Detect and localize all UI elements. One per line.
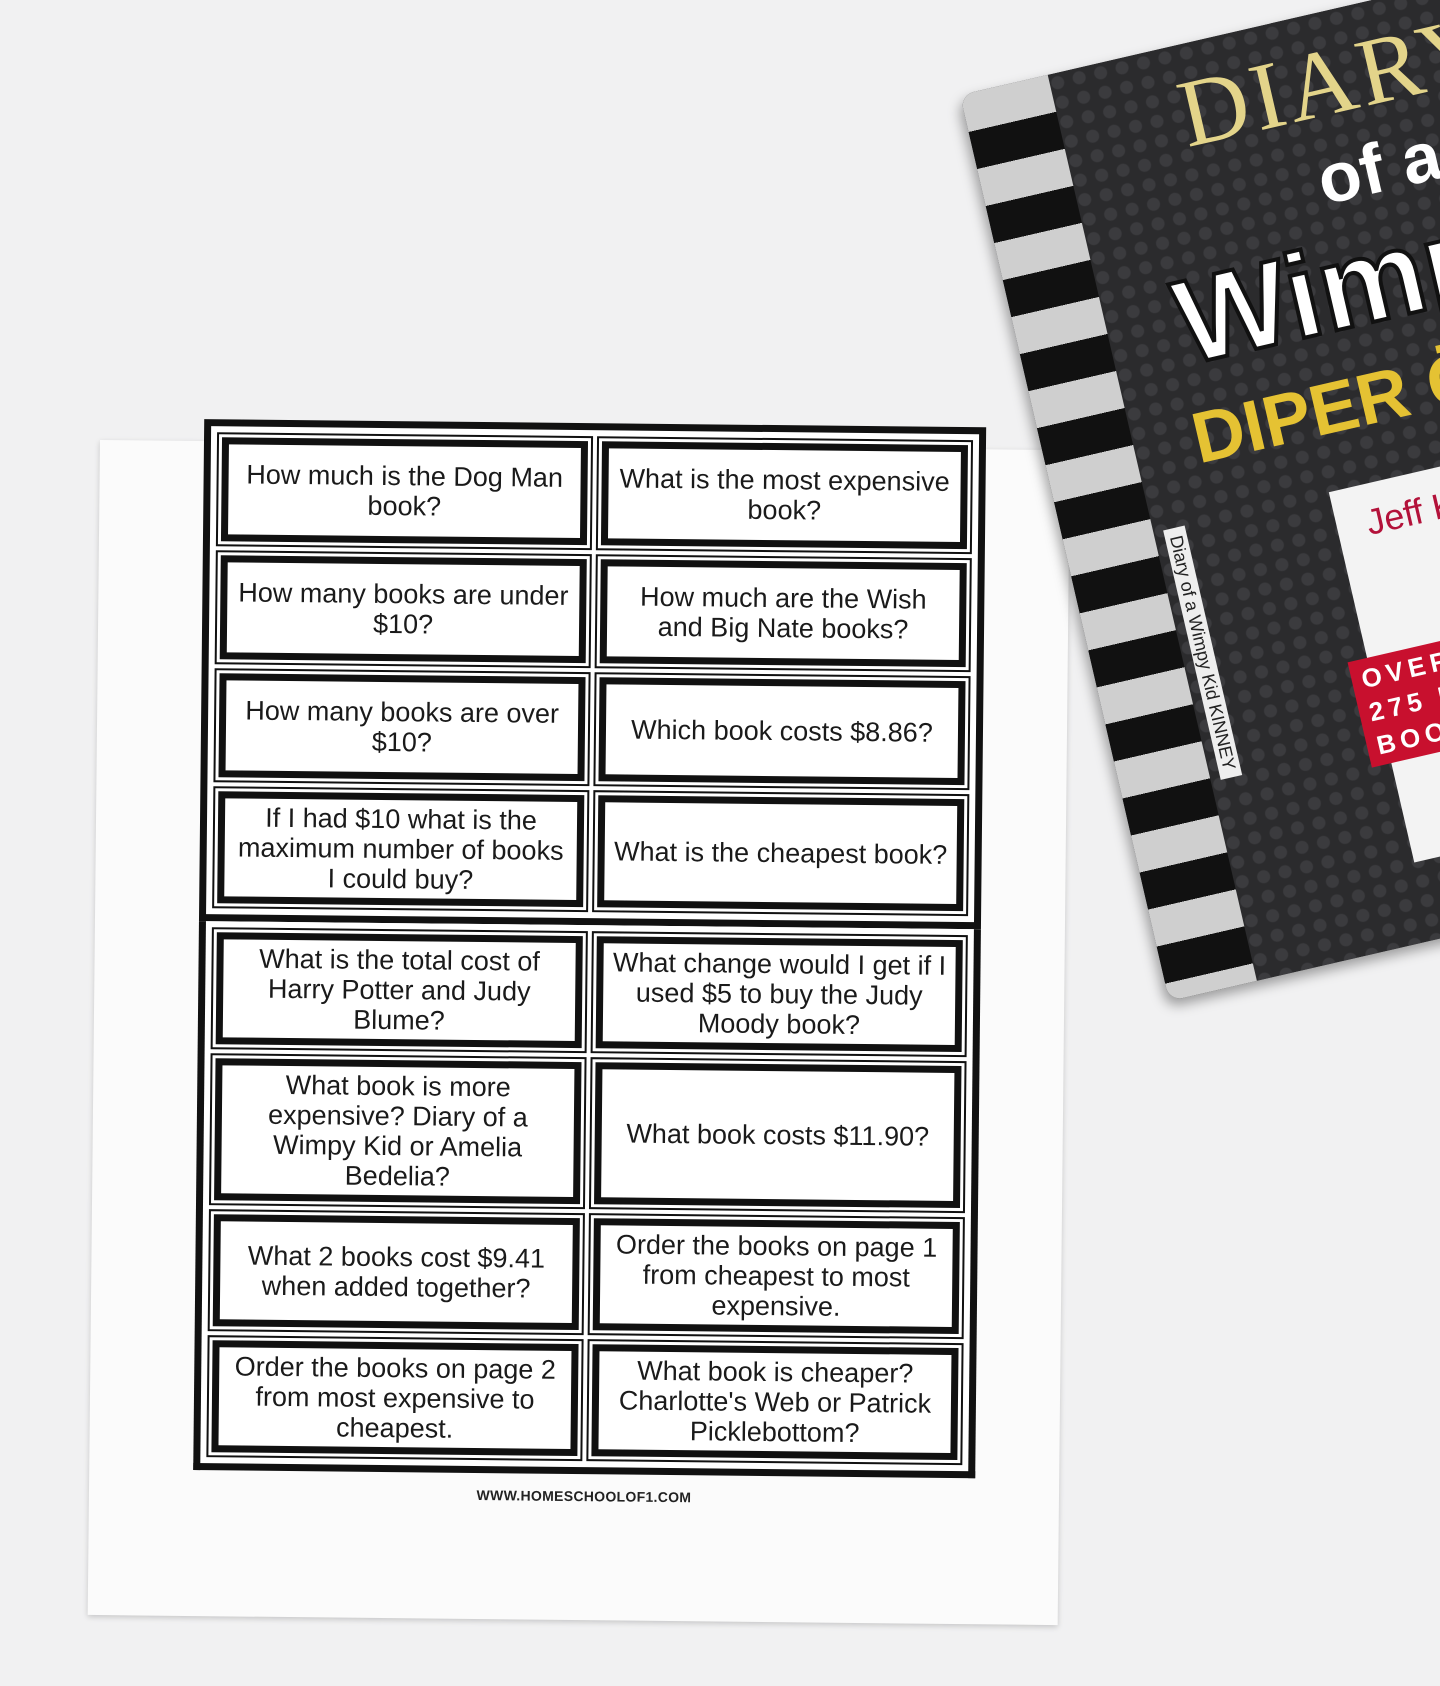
task-card: How much are the Wish and Big Nate books… — [594, 554, 972, 673]
task-card-panel-1: How much is the Dog Man book? What is th… — [198, 419, 987, 930]
task-card: Order the books on page 1 from cheapest … — [587, 1213, 965, 1340]
task-card: Order the books on page 2 from most expe… — [206, 1335, 584, 1462]
task-card: What 2 books cost $9.41 when added toget… — [207, 1209, 585, 1336]
task-card: What is the total cost of Harry Potter a… — [210, 927, 588, 1054]
task-card: What book is more expensive? Diary of a … — [209, 1053, 587, 1210]
task-card: Which book costs $8.86? — [593, 672, 971, 791]
task-card: What is the cheapest book? — [592, 790, 970, 917]
task-card: How many books are under $10? — [214, 550, 592, 669]
task-card: What book costs $11.90? — [589, 1057, 967, 1214]
task-card-panel-2: What is the total cost of Harry Potter a… — [193, 921, 981, 1479]
task-card: How much is the Dog Man book? — [215, 432, 594, 551]
notebook-paper-illustration — [1328, 406, 1440, 863]
task-card-sheet: How much is the Dog Man book? What is th… — [193, 419, 987, 1508]
task-card: What is the most expensive book? — [595, 436, 974, 555]
task-card: If I had $10 what is the maximum number … — [212, 786, 590, 913]
website-footer: WWW.HOMESCHOOLOF1.COM — [476, 1487, 692, 1506]
task-card: What book is cheaper? Charlotte's Web or… — [586, 1339, 964, 1466]
task-card: How many books are over $10? — [213, 668, 591, 787]
worksheet-paper: How much is the Dog Man book? What is th… — [87, 419, 1070, 1626]
task-card: What change would I get if I used $5 to … — [590, 931, 968, 1058]
